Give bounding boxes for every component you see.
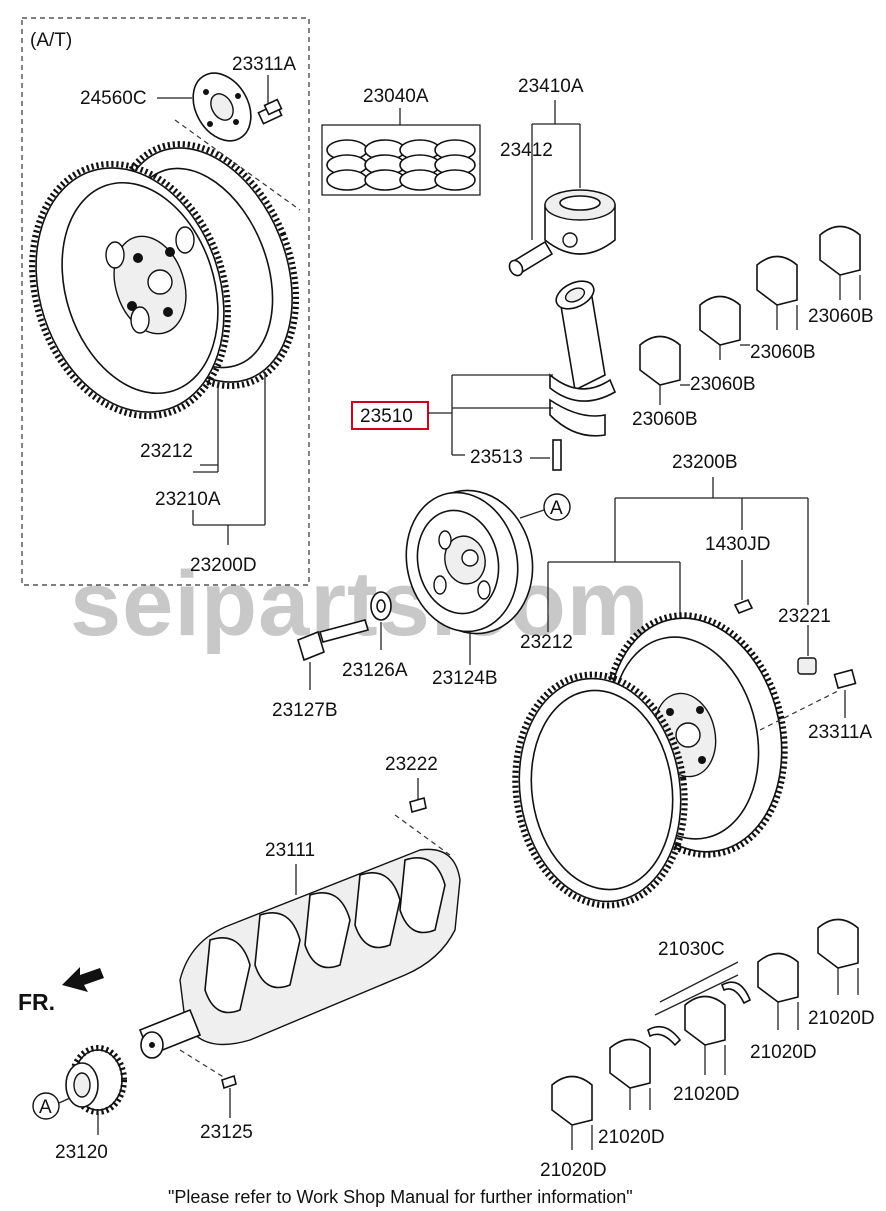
label-23040A: 23040A (363, 86, 429, 107)
bushing-drawing (797, 657, 817, 675)
label-23200D: 23200D (190, 555, 257, 576)
label-23060B-4: 23060B (808, 306, 874, 327)
label-23513: 23513 (470, 447, 523, 468)
label-24560C: 24560C (80, 88, 147, 109)
callout-a-bottom: A (39, 1097, 52, 1118)
label-23060B-3: 23060B (750, 342, 816, 363)
label-23221: 23221 (778, 606, 831, 627)
main-bearings-drawing (551, 918, 859, 1126)
washer-drawing (370, 591, 392, 621)
pulley-bolt-drawing (297, 619, 370, 662)
label-23125: 23125 (200, 1122, 253, 1143)
label-21020D-3: 21020D (673, 1084, 740, 1105)
ring-gear-drawing-left (29, 160, 231, 420)
label-21020D-1: 21020D (540, 1160, 607, 1181)
label-23311A-right: 23311A (808, 722, 872, 743)
label-23212-left: 23212 (140, 441, 193, 462)
crank-sprocket-drawing (65, 1045, 127, 1115)
label-1430JD: 1430JD (705, 534, 771, 555)
footer-note: "Please refer to Work Shop Manual for fu… (168, 1187, 633, 1207)
piston-drawing (544, 189, 616, 255)
label-23127B: 23127B (272, 700, 338, 721)
dowel-pin-drawing (733, 598, 754, 615)
callout-a-circle-bottom (32, 1092, 60, 1120)
ring-gear-drawing-right (512, 671, 688, 909)
label-21020D-5: 21020D (808, 1008, 875, 1029)
crank-pulley-drawing (405, 489, 534, 635)
crank-dowel-drawing (409, 796, 427, 814)
label-23410A: 23410A (518, 76, 584, 97)
flywheel-bolt-drawing (833, 668, 857, 690)
label-23126A: 23126A (342, 660, 408, 681)
bolt-drawing-top (257, 98, 283, 125)
label-21020D-4: 21020D (750, 1042, 817, 1063)
label-23060B-2: 23060B (690, 374, 756, 395)
label-21020D-2: 21020D (598, 1127, 665, 1148)
adapter-plate-drawing (192, 72, 252, 142)
callout-a-circle-top (543, 493, 571, 521)
label-23311A-top: 23311A (232, 54, 296, 75)
label-23200B: 23200B (672, 452, 738, 473)
label-21030C: 21030C (658, 939, 725, 960)
conrod-bearings-drawing (639, 225, 861, 386)
label-23412: 23412 (500, 140, 553, 161)
label-23120: 23120 (55, 1142, 108, 1163)
label-23510: 23510 (360, 406, 413, 427)
thrust-washers-drawing (647, 981, 752, 1047)
watermark: seiparts.com (70, 553, 650, 655)
at-group-box (21, 17, 310, 586)
label-23222: 23222 (385, 754, 438, 775)
label-23124B: 23124B (432, 668, 498, 689)
label-23212-right: 23212 (520, 632, 573, 653)
piston-pin-drawing (508, 240, 554, 277)
crankshaft-drawing (138, 848, 461, 1059)
label-23111: 23111 (265, 840, 315, 861)
piston-rings-box (321, 124, 481, 196)
highlight-23510 (351, 401, 429, 430)
front-label: FR. (18, 989, 55, 1015)
front-arrow-icon (62, 967, 104, 992)
connecting-rod-drawing (549, 280, 617, 471)
crank-key-drawing (221, 1074, 237, 1090)
callout-a-top: A (550, 498, 563, 519)
at-label: (A/T) (30, 30, 72, 51)
label-23060B-1: 23060B (632, 409, 698, 430)
piston-rings-drawing (326, 139, 476, 191)
label-23210A: 23210A (155, 489, 221, 510)
